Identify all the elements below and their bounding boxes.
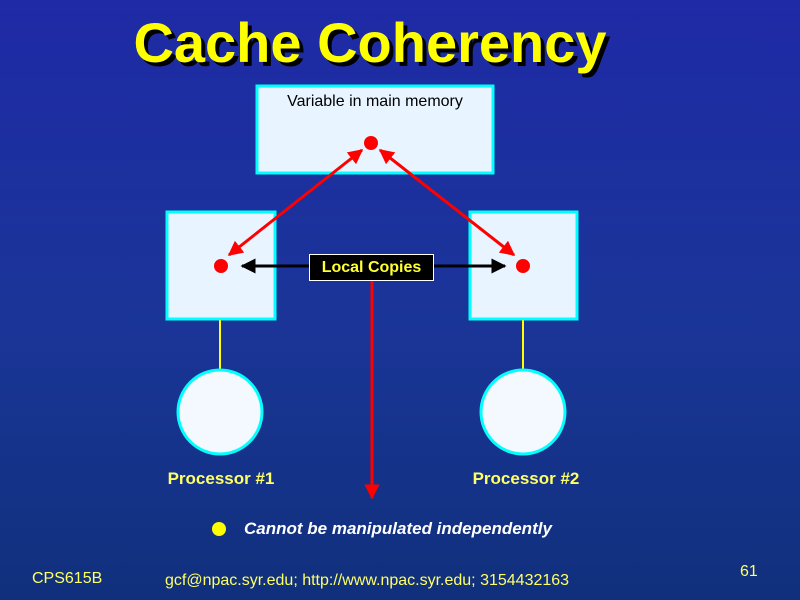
local-copies-label: Local Copies bbox=[309, 254, 434, 281]
processor-1-label: Processor #1 bbox=[167, 469, 275, 488]
footer-course-code: CPS615B bbox=[32, 570, 103, 587]
bullet-dot-icon bbox=[212, 522, 226, 536]
main-memory-label: Variable in main memory bbox=[287, 93, 463, 110]
memory-to-cache-1-arrow bbox=[227, 148, 364, 257]
footer-page-number: 61 bbox=[740, 563, 758, 580]
processor-2-circle bbox=[479, 368, 567, 456]
processor-2-label: Processor #2 bbox=[472, 469, 580, 488]
slide-title: Cache Coherency bbox=[133, 11, 607, 74]
bullet-text: Cannot be manipulated independently bbox=[244, 519, 552, 538]
bullet-point: Cannot be manipulated independently bbox=[212, 516, 552, 542]
cache-2-copy-dot bbox=[516, 259, 530, 273]
cache-1-copy-dot bbox=[214, 259, 228, 273]
memory-variable-dot bbox=[364, 136, 378, 150]
memory-to-cache-2-arrow bbox=[378, 148, 516, 257]
footer-contact: gcf@npac.syr.edu; http://www.npac.syr.ed… bbox=[165, 572, 570, 589]
processor-1-circle bbox=[176, 368, 264, 456]
